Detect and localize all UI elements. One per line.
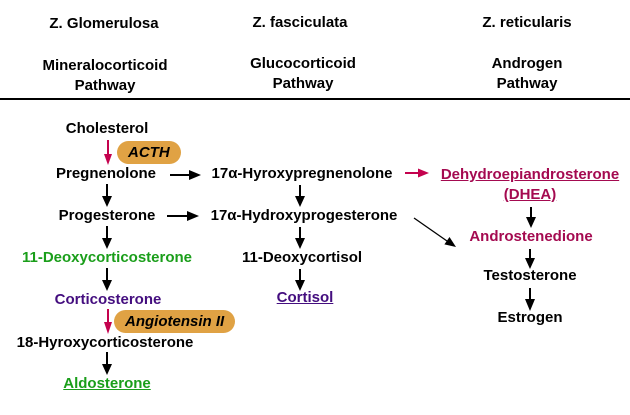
androgen-pathway-label: Androgen Pathway <box>491 55 563 92</box>
arrow-hyroxypregnenolone-to-dhea <box>405 168 429 178</box>
arrow-deoxycortisol-to-cortisol <box>295 269 305 291</box>
arrow-corticosterone-to-hydroxycorticosterone <box>104 309 112 334</box>
zone-reticularis-label: Z. reticularis <box>482 14 572 31</box>
arrow-progesterone-to-hydroxyprogesterone <box>167 211 199 221</box>
node-cholesterol: Cholesterol <box>65 120 149 137</box>
arrow-pregnenolone-to-progesterone <box>102 184 112 207</box>
angiotensin-pill: Angiotensin II <box>114 310 236 333</box>
node-11-deoxycortisol: 11-Deoxycortisol <box>241 249 363 266</box>
node-17a-hydroxyprogesterone: 17α-Hydroxyprogesterone <box>210 207 398 224</box>
arrow-progesterone-to-deoxycorticosterone <box>102 226 112 249</box>
node-androstenedione: Androstenedione <box>469 228 593 245</box>
node-corticosterone: Corticosterone <box>54 291 162 308</box>
node-progesterone: Progesterone <box>58 207 156 224</box>
arrow-hydroxyprogesterone-to-deoxycortisol <box>295 227 305 249</box>
node-11-deoxycorticosterone: 11-Deoxycorticosterone <box>21 249 193 266</box>
glucocorticoid-pathway-label: Glucocorticoid Pathway <box>250 55 356 92</box>
zone-glomerulosa-label: Z. Glomerulosa <box>49 15 159 32</box>
arrow-pregnenolone-to-hyroxypregnenolone <box>170 170 201 180</box>
arrow-hydroxyprogesterone-to-androstenedione <box>413 217 456 247</box>
arrow-androstenedione-to-testosterone <box>525 249 535 269</box>
node-aldosterone: Aldosterone <box>63 375 151 392</box>
mineralocorticoid-pathway-label: Mineralocorticoid Pathway <box>42 57 168 94</box>
node-17a-hyroxypregnenolone: 17α-Hyroxypregnenolone <box>211 165 393 182</box>
node-estrogen: Estrogen <box>497 309 563 326</box>
arrow-testosterone-to-estrogen <box>525 288 535 311</box>
arrow-hyroxypregnenolone-to-hydroxyprogesterone <box>295 185 305 207</box>
node-18-hyroxycorticosterone: 18-Hyroxycorticosterone <box>16 334 194 351</box>
node-cortisol: Cortisol <box>276 289 334 306</box>
arrow-dhea-to-androstenedione <box>526 207 536 228</box>
node-pregnenolone: Pregnenolone <box>55 165 157 182</box>
node-testosterone: Testosterone <box>483 267 577 284</box>
zone-fasciculata-label: Z. fasciculata <box>252 14 348 31</box>
arrow-deoxycorticosterone-to-corticosterone <box>102 268 112 291</box>
header-separator-line <box>0 98 630 100</box>
arrow-hydroxycorticosterone-to-aldosterone <box>102 352 112 375</box>
node-dhea: Dehydroepiandrosterone (DHEA) <box>440 166 620 203</box>
acth-pill: ACTH <box>117 141 181 164</box>
arrow-cholesterol-to-pregnenolone <box>104 140 112 165</box>
